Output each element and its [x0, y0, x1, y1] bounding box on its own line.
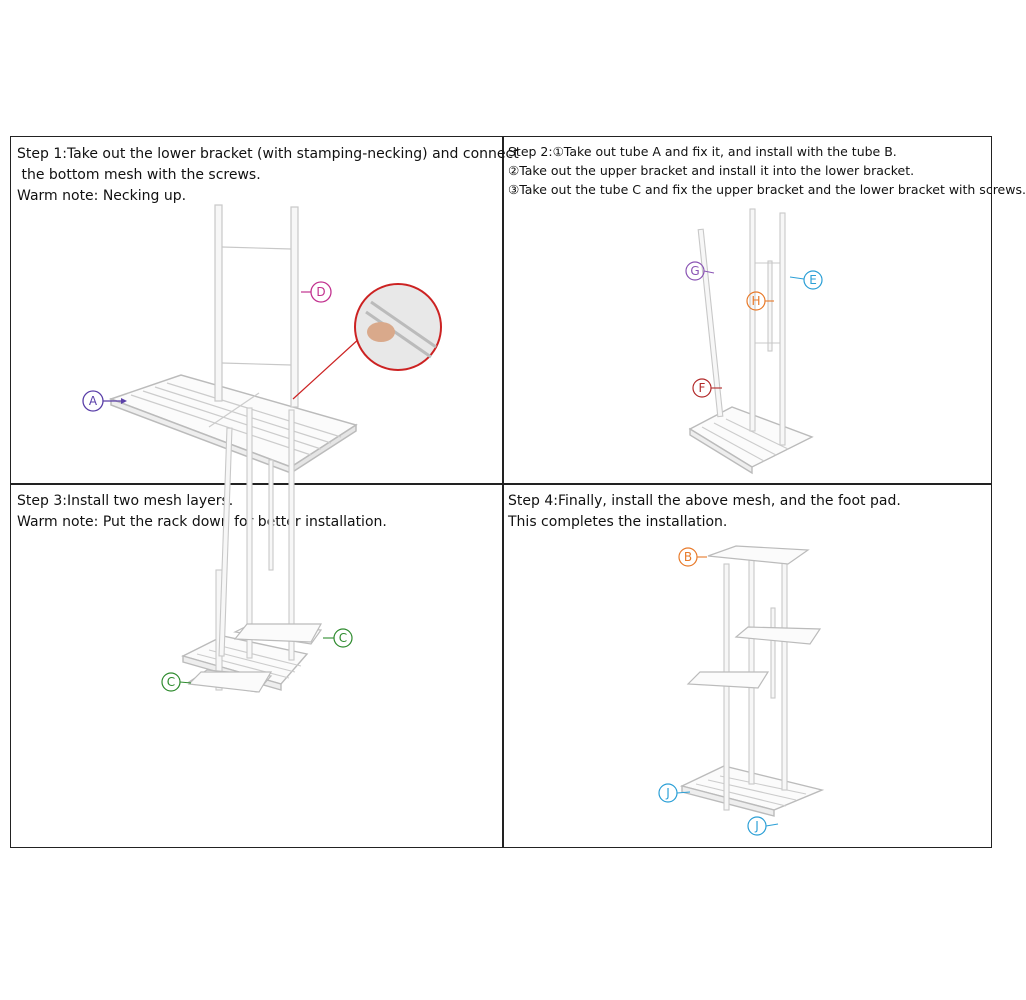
step-1-illustration: A D: [82, 204, 442, 475]
step-4-line-2: This completes the installation.: [508, 514, 728, 530]
bottom-mesh-frame: [108, 374, 358, 475]
step-4-illustration: B J J: [658, 545, 825, 836]
svg-text:J: J: [665, 786, 670, 800]
label-h: H: [746, 291, 774, 311]
svg-text:C: C: [167, 675, 175, 689]
mesh-layer-middle: [686, 671, 770, 689]
svg-text:C: C: [339, 631, 347, 645]
step-1-line-2: the bottom mesh with the screws.: [17, 167, 261, 183]
svg-text:H: H: [751, 294, 760, 308]
svg-text:B: B: [684, 550, 692, 564]
svg-text:D: D: [316, 285, 325, 299]
svg-text:F: F: [699, 381, 706, 395]
step-3-illustration: C C: [161, 407, 353, 693]
rack-tubes: [697, 208, 786, 446]
step-2-line-2: ②Take out the upper bracket and install …: [508, 163, 915, 178]
step-3-line-1: Step 3:Install two mesh layers.: [17, 493, 234, 509]
svg-text:E: E: [809, 273, 817, 287]
label-b: B: [678, 547, 707, 567]
svg-text:G: G: [690, 264, 699, 278]
zoom-callout: [354, 283, 442, 371]
step-4-panel: Step 4:Finally, install the above mesh, …: [502, 484, 993, 849]
callout-line: [292, 336, 362, 400]
step-1-line-1: Step 1:Take out the lower bracket (with …: [17, 146, 519, 162]
step-2-illustration: G E H F: [685, 208, 823, 475]
step-3-panel: Step 3:Install two mesh layers. Warm not…: [11, 407, 502, 849]
label-d: D: [301, 281, 332, 303]
label-e: E: [789, 270, 823, 290]
rack-tubes: [215, 407, 295, 691]
svg-text:A: A: [89, 394, 98, 408]
instruction-grid: Step 1:Take out the lower bracket (with …: [10, 136, 1026, 849]
step-2-panel: Step 2:①Take out tube A and fix it, and …: [502, 137, 1026, 483]
svg-text:J: J: [754, 819, 759, 833]
label-f: F: [692, 378, 722, 398]
row-divider: [11, 483, 991, 485]
label-c-upper: C: [323, 628, 353, 648]
label-j-right: J: [747, 816, 779, 836]
lower-bracket: [214, 204, 299, 408]
column-divider: [502, 137, 504, 847]
step-1-panel: Step 1:Take out the lower bracket (with …: [11, 137, 519, 483]
step-1-line-3: Warm note: Necking up.: [17, 188, 187, 204]
step-2-line-1: Step 2:①Take out tube A and fix it, and …: [508, 144, 897, 159]
label-j-left: J: [658, 783, 691, 803]
label-g: G: [685, 261, 715, 281]
mesh-layer-top: [707, 545, 810, 565]
step-2-line-3: ③Take out the tube C and fix the upper b…: [508, 182, 1026, 197]
mesh-layer-upper: [734, 626, 822, 645]
label-a: A: [82, 390, 127, 412]
step-4-line-1: Step 4:Finally, install the above mesh, …: [508, 493, 901, 509]
label-c-lower: C: [161, 672, 192, 692]
